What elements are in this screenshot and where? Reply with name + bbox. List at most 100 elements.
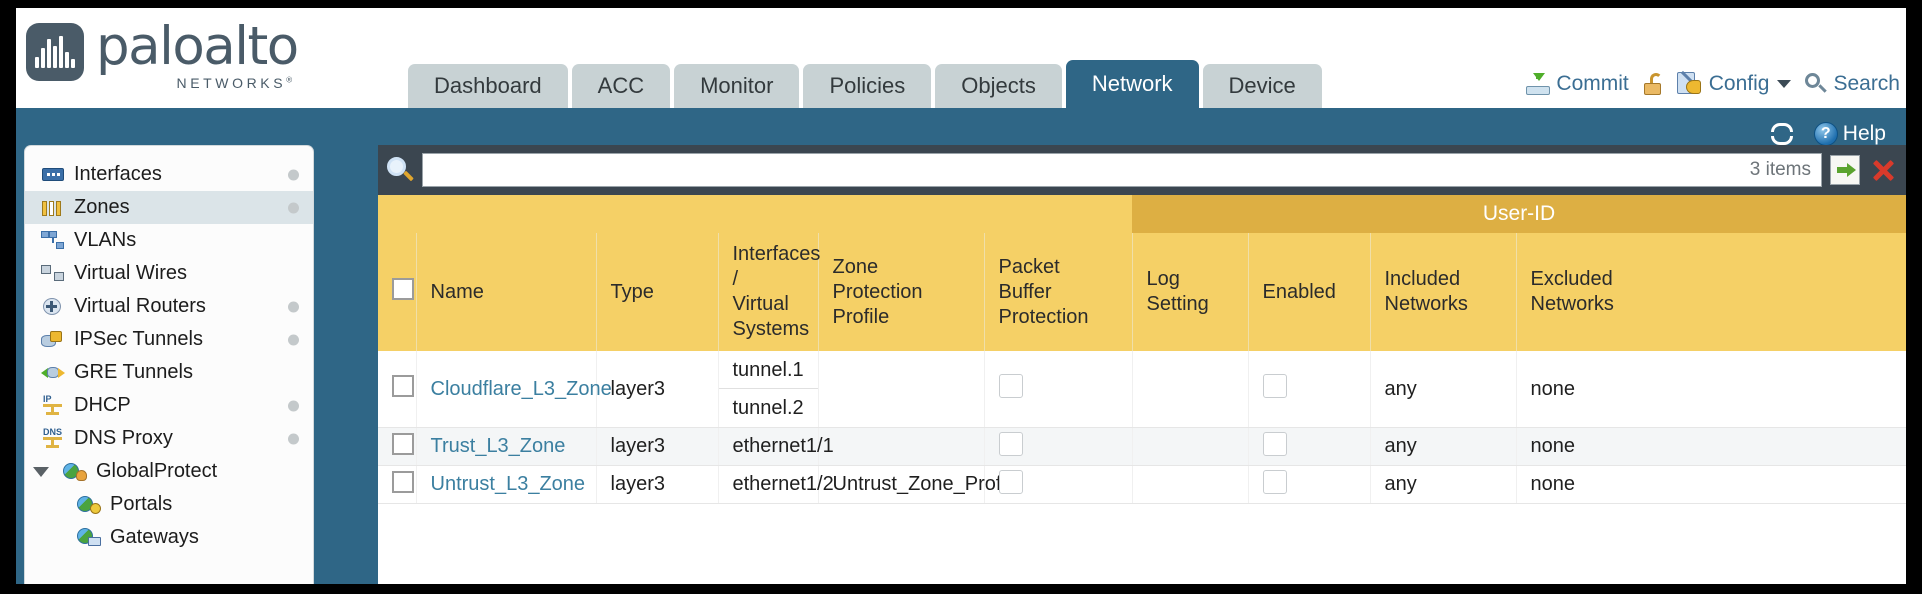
sidebar-item-dns-proxy[interactable]: DNS DNS Proxy — [25, 422, 313, 455]
cell-name: Untrust_L3_Zone — [416, 465, 597, 504]
row-checkbox[interactable] — [392, 470, 414, 493]
column-header-excluded-networks[interactable]: Excluded Networks — [1516, 233, 1906, 351]
packet-buffer-checkbox[interactable] — [998, 469, 1023, 494]
cell-userid-enabled — [1248, 427, 1371, 466]
registered-mark: ® — [286, 75, 296, 85]
tab-monitor[interactable]: Monitor — [674, 64, 800, 108]
tab-objects[interactable]: Objects — [935, 64, 1062, 108]
sidebar-item-virtual-routers[interactable]: Virtual Routers — [25, 290, 313, 323]
help-button[interactable]: ? Help — [1813, 122, 1886, 146]
column-header-enabled[interactable]: Enabled — [1248, 233, 1371, 351]
tab-network[interactable]: Network — [1065, 60, 1199, 108]
packet-buffer-checkbox[interactable] — [998, 374, 1023, 398]
commit-label: Commit — [1556, 72, 1629, 95]
cell-excluded-networks: none — [1516, 427, 1906, 466]
column-header-name[interactable]: Name — [416, 233, 597, 351]
column-header-interfaces[interactable]: Interfaces / Virtual Systems — [718, 233, 820, 351]
row-checkbox[interactable] — [392, 375, 414, 397]
config-key-icon — [1676, 70, 1703, 96]
workspace-toolbar: ? Help — [1770, 122, 1886, 146]
cell-type: layer3 — [596, 465, 719, 504]
refresh-icon[interactable] — [1770, 123, 1796, 145]
config-menu[interactable]: Config — [1676, 70, 1792, 96]
sidebar-item-dhcp[interactable]: IP DHCP — [25, 389, 313, 422]
gateways-icon — [77, 528, 101, 547]
sidebar-item-interfaces[interactable]: Interfaces — [25, 158, 313, 191]
app-header: paloalto NETWORKS® Dashboard ACC Monitor… — [0, 0, 1922, 108]
clear-filter-button[interactable] — [1868, 155, 1898, 185]
table-row[interactable]: Trust_L3_Zone layer3 ethernet1/1 any — [378, 427, 1906, 466]
search-magnifier-icon[interactable] — [386, 156, 414, 184]
column-header-packet-buffer-protection[interactable]: Packet Buffer Protection — [984, 233, 1133, 351]
select-all-checkbox[interactable] — [392, 277, 414, 300]
commit-button[interactable]: Commit — [1526, 72, 1629, 96]
row-checkbox[interactable] — [392, 432, 414, 455]
window-border-right — [1906, 0, 1922, 594]
table-header-row: Name Type Interfaces / Virtual Systems Z… — [378, 233, 1906, 351]
hdr-line: Protection — [998, 305, 1089, 328]
sidebar-item-gateways[interactable]: Gateways — [25, 521, 313, 554]
dns-proxy-icon: DNS — [41, 427, 65, 448]
zone-name-link[interactable]: Trust_L3_Zone — [430, 435, 566, 457]
sidebar-label-portals: Portals — [110, 493, 173, 515]
hdr-line: Systems — [732, 318, 810, 340]
cell-packet-buffer-protection — [984, 427, 1133, 466]
cell-log-setting — [1132, 351, 1249, 428]
sidebar-label-dns-proxy: DNS Proxy — [74, 427, 173, 449]
virtual-wires-icon — [41, 264, 65, 283]
main-nav-tabs: Dashboard ACC Monitor Policies Objects N… — [408, 60, 1322, 108]
userid-enabled-checkbox[interactable] — [1262, 431, 1287, 456]
apply-filter-button[interactable] — [1830, 155, 1860, 185]
zones-content-panel: 3 items — [378, 145, 1906, 594]
sidebar-item-ipsec-tunnels[interactable]: IPSec Tunnels — [25, 323, 313, 356]
padlock-open-icon — [1643, 73, 1663, 95]
tab-dashboard[interactable]: Dashboard — [408, 64, 568, 108]
userid-enabled-checkbox[interactable] — [1262, 469, 1287, 494]
sidebar-label-dhcp: DHCP — [74, 394, 131, 416]
tab-acc[interactable]: ACC — [571, 64, 671, 108]
expander-triangle-down-icon[interactable] — [33, 466, 49, 477]
window-border-left — [0, 0, 16, 594]
column-header-type[interactable]: Type — [596, 233, 719, 351]
hdr-line: Zone Protection — [832, 255, 923, 303]
cell-included-networks: any — [1370, 351, 1517, 428]
hdr-line: Packet Buffer — [998, 255, 1060, 303]
zones-table: User-ID Name Type Interfaces / Virtual S… — [378, 195, 1906, 504]
sidebar-item-gre-tunnels[interactable]: GRE Tunnels — [25, 356, 313, 389]
sidebar-item-vlans[interactable]: VLANs — [25, 224, 313, 257]
column-header-included-networks[interactable]: Included Networks — [1370, 233, 1517, 351]
row-select-cell — [378, 465, 417, 504]
zone-name-link[interactable]: Untrust_L3_Zone — [430, 473, 586, 495]
filter-bar: 3 items — [378, 145, 1906, 195]
tab-policies[interactable]: Policies — [803, 64, 932, 108]
hdr-line: Networks — [1384, 293, 1468, 315]
search-button[interactable]: Search — [1805, 72, 1900, 96]
packet-buffer-checkbox[interactable] — [998, 431, 1023, 456]
lock-button[interactable] — [1643, 73, 1663, 95]
sidebar-label-ipsec-tunnels: IPSec Tunnels — [74, 328, 203, 350]
table-row[interactable]: Untrust_L3_Zone layer3 ethernet1/2 Untru… — [378, 465, 1906, 504]
sidebar-item-virtual-wires[interactable]: Virtual Wires — [25, 257, 313, 290]
config-label: Config — [1708, 72, 1770, 95]
select-all-header — [378, 233, 417, 351]
sidebar-status-dot — [288, 400, 299, 411]
interface-entry: tunnel.2 — [732, 397, 804, 419]
window-border-bottom — [0, 584, 1922, 594]
tab-device[interactable]: Device — [1202, 64, 1322, 108]
search-input[interactable]: 3 items — [422, 153, 1822, 187]
sidebar-item-globalprotect[interactable]: GlobalProtect — [25, 455, 313, 488]
header-actions: Commit Config — [1526, 70, 1900, 96]
sidebar-item-zones[interactable]: Zones — [25, 191, 313, 224]
zone-name-link[interactable]: Cloudflare_L3_Zone — [430, 377, 612, 400]
column-header-zone-protection-profile[interactable]: Zone Protection Profile — [818, 233, 985, 351]
userid-enabled-checkbox[interactable] — [1262, 374, 1287, 398]
sidebar-status-dot — [288, 202, 299, 213]
cell-interfaces: ethernet1/1 — [718, 427, 834, 466]
table-row[interactable]: Cloudflare_L3_Zone layer3 tunnel.1 tunne… — [378, 351, 1906, 428]
cell-interfaces: ethernet1/2 — [718, 465, 834, 504]
sidebar-item-portals[interactable]: Portals — [25, 488, 313, 521]
column-header-log-setting[interactable]: Log Setting — [1132, 233, 1249, 351]
help-label: Help — [1842, 122, 1886, 145]
search-magnifier-icon — [1805, 73, 1828, 95]
